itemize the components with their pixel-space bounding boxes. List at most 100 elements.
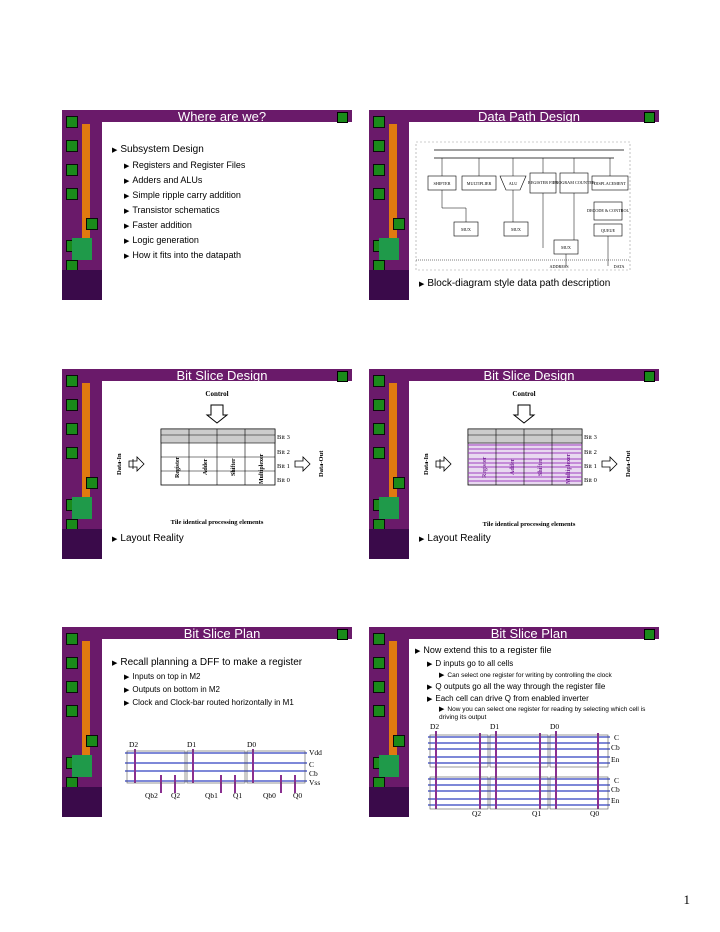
bullet: ▶Subsystem Design <box>112 144 204 155</box>
diagram-label: QUEUE <box>601 228 616 233</box>
svg-text:Bit 2: Bit 2 <box>277 449 290 456</box>
slide-data-path-design: Data Path Design SHIFTER <box>369 110 659 300</box>
slide-title: Data Path Design <box>478 110 580 124</box>
svg-text:Tile identical processing elem: Tile identical processing elements <box>171 519 264 526</box>
bullet: ▶Transistor schematics <box>124 205 220 215</box>
bullet: ▶Can select one register for writing by … <box>439 672 612 679</box>
svg-text:C: C <box>309 760 314 769</box>
svg-text:Q2: Q2 <box>171 791 180 800</box>
diagram-label: ADDRESS <box>549 264 569 269</box>
svg-text:Register: Register <box>175 456 181 478</box>
svg-text:D0: D0 <box>247 740 256 749</box>
slide-bit-slice-design-2: Bit Slice Design Control Register Adder … <box>369 369 659 559</box>
datapath-block-diagram: SHIFTER MULTIPLIER ALU REGISTER FILE PRO… <box>415 141 631 271</box>
svg-text:Cb: Cb <box>611 785 620 794</box>
slide-title: Bit Slice Design <box>176 369 268 383</box>
svg-text:Q1: Q1 <box>532 809 541 817</box>
svg-text:D2: D2 <box>430 722 439 731</box>
slide-decoration <box>62 110 102 300</box>
diagram-label: PROGRAM COUNTER <box>553 180 595 185</box>
svg-text:D0: D0 <box>550 722 559 731</box>
svg-text:Cb: Cb <box>309 769 318 778</box>
svg-text:Bit 1: Bit 1 <box>277 463 290 470</box>
diagram-label: DATA <box>614 264 625 269</box>
svg-text:En: En <box>611 755 620 764</box>
bullet: ▶Layout Reality <box>112 533 184 544</box>
diagram-label: MUX <box>461 227 471 232</box>
bullet: ▶Inputs on top in M2 <box>124 672 201 681</box>
slide-title: Bit Slice Plan <box>183 627 261 641</box>
svg-text:Qb1: Qb1 <box>205 791 218 800</box>
svg-text:Q0: Q0 <box>293 791 302 800</box>
svg-text:D1: D1 <box>187 740 196 749</box>
slide-bit-slice-plan-2: Bit Slice Plan ▶Now extend this to a reg… <box>369 627 659 817</box>
svg-text:C: C <box>614 733 619 742</box>
svg-text:Cb: Cb <box>611 743 620 752</box>
page-number: 1 <box>683 892 691 907</box>
svg-text:Bit 0: Bit 0 <box>277 477 290 484</box>
svg-text:Shifter: Shifter <box>538 458 544 476</box>
bullet: ▶Logic generation <box>124 235 199 245</box>
svg-text:Q0: Q0 <box>590 809 599 817</box>
slide-title: Bit Slice Design <box>483 369 575 383</box>
slide-bit-slice-plan-1: Bit Slice Plan ▶Recall planning a DFF to… <box>62 627 352 817</box>
svg-text:Data-Out: Data-Out <box>318 450 325 477</box>
svg-text:Data-In: Data-In <box>423 453 430 475</box>
bullet: ▶Simple ripple carry addition <box>124 190 241 200</box>
bullet: ▶Adders and ALUs <box>124 175 203 185</box>
svg-text:Adder: Adder <box>510 458 516 475</box>
bullet: ▶Q outputs go all the way through the re… <box>427 682 606 691</box>
slide-where-are-we: Where are we? ▶Subsystem Design ▶Registe… <box>62 110 352 300</box>
bullet: ▶Each cell can drive Q from enabled inve… <box>427 694 589 703</box>
svg-text:Bit 0: Bit 0 <box>584 477 597 484</box>
bit-slice-layout-diagram: Control Register Adder Shifter Multiplex… <box>423 390 632 528</box>
bullet: ▶Registers and Register Files <box>124 160 246 170</box>
caption-bullet: ▶Block-diagram style data path descripti… <box>419 278 611 289</box>
svg-text:Multiplexer: Multiplexer <box>566 453 572 484</box>
slide-title: Bit Slice Plan <box>490 627 568 641</box>
svg-text:Bit 2: Bit 2 <box>584 449 597 456</box>
diagram-label: SHIFTER <box>434 181 451 186</box>
svg-text:Data-In: Data-In <box>116 453 123 475</box>
slide-decoration <box>62 627 102 817</box>
svg-text:Tile identical processing elem: Tile identical processing elements <box>483 521 576 528</box>
diagram-label: REGISTER FILE <box>528 180 558 185</box>
svg-text:Bit 3: Bit 3 <box>277 434 290 441</box>
bullet: ▶Clock and Clock-bar routed horizontally… <box>124 698 294 707</box>
svg-text:Multiplexer: Multiplexer <box>259 453 265 484</box>
svg-text:Qb0: Qb0 <box>263 791 276 800</box>
svg-text:C: C <box>614 776 619 785</box>
slide-decoration <box>369 627 409 817</box>
diagram-label: MUX <box>561 245 571 250</box>
svg-text:Vss: Vss <box>309 778 320 787</box>
svg-text:Data-Out: Data-Out <box>625 450 632 477</box>
svg-text:Q1: Q1 <box>233 791 242 800</box>
svg-text:Q2: Q2 <box>472 809 481 817</box>
slide-decoration <box>369 110 409 300</box>
bullet: ▶Recall planning a DFF to make a registe… <box>112 657 303 668</box>
diagram-label: ALU <box>509 181 518 186</box>
svg-text:Vdd: Vdd <box>309 748 322 757</box>
slide-title: Where are we? <box>177 110 267 124</box>
bullet: ▶Now extend this to a register file <box>415 645 552 655</box>
svg-text:Bit 1: Bit 1 <box>584 463 597 470</box>
bullet: ▶How it fits into the datapath <box>124 250 241 260</box>
slide-decoration <box>369 369 409 559</box>
svg-text:Shifter: Shifter <box>231 458 237 476</box>
bit-slice-diagram: Control Register Adder Shifter Multiplex… <box>116 390 325 526</box>
svg-text:D2: D2 <box>129 740 138 749</box>
slide-decoration <box>62 369 102 559</box>
svg-text:En: En <box>611 796 620 805</box>
bullet: ▶D inputs go to all cells <box>427 659 514 668</box>
svg-text:Qb2: Qb2 <box>145 791 158 800</box>
slide-bit-slice-design-1: Bit Slice Design Control Register Adder … <box>62 369 352 559</box>
bullet: ▶Outputs on bottom in M2 <box>124 685 220 694</box>
bullet: ▶Layout Reality <box>419 533 491 544</box>
svg-text:Adder: Adder <box>203 458 209 475</box>
svg-text:Control: Control <box>205 390 228 398</box>
diagram-label: MULTIPLIER <box>467 181 492 186</box>
svg-text:D1: D1 <box>490 722 499 731</box>
bullet: ▶Faster addition <box>124 220 192 230</box>
